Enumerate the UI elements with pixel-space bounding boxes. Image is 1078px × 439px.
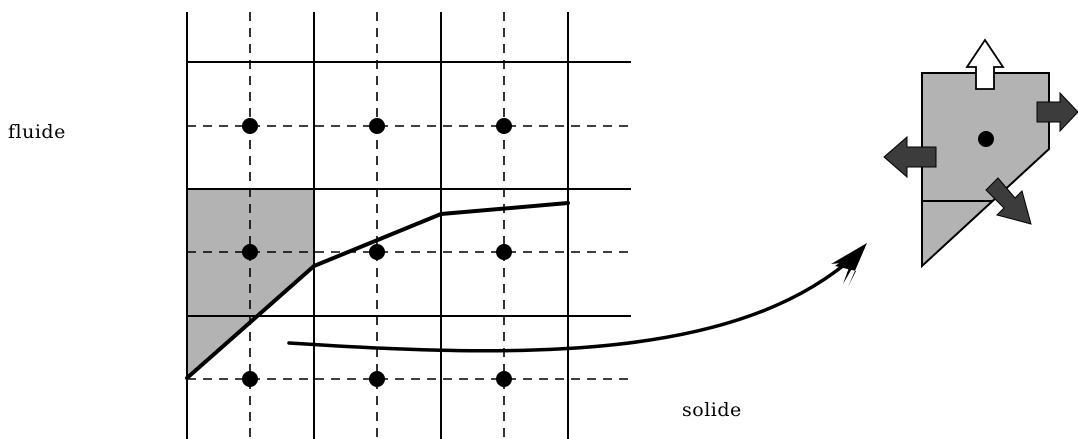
arrowhead-icon <box>831 243 867 284</box>
left-arrow-icon <box>883 135 937 179</box>
node <box>369 371 385 387</box>
fluid-label: fluide <box>8 121 66 143</box>
cut-cell-region <box>187 189 314 378</box>
up-arrow-icon <box>965 38 1005 90</box>
zoomed-cut-cell <box>883 38 1078 269</box>
node <box>242 118 258 134</box>
diagonal-arrow-icon <box>985 177 1032 225</box>
node <box>369 118 385 134</box>
node <box>369 244 385 260</box>
node <box>496 118 512 134</box>
node <box>242 371 258 387</box>
zoomed-cell-shape <box>921 72 1050 269</box>
node <box>496 244 512 260</box>
grid-solid-lines <box>186 12 631 439</box>
interface-line <box>185 201 570 380</box>
node <box>242 244 258 260</box>
zoomed-cell-node <box>978 131 994 147</box>
solid-label: solide <box>682 399 742 421</box>
grid-dashed-lines <box>187 12 631 439</box>
right-arrow-icon <box>1036 91 1078 133</box>
zoom-curve-arrow <box>287 251 860 353</box>
cell-nodes <box>242 118 512 387</box>
node <box>496 371 512 387</box>
